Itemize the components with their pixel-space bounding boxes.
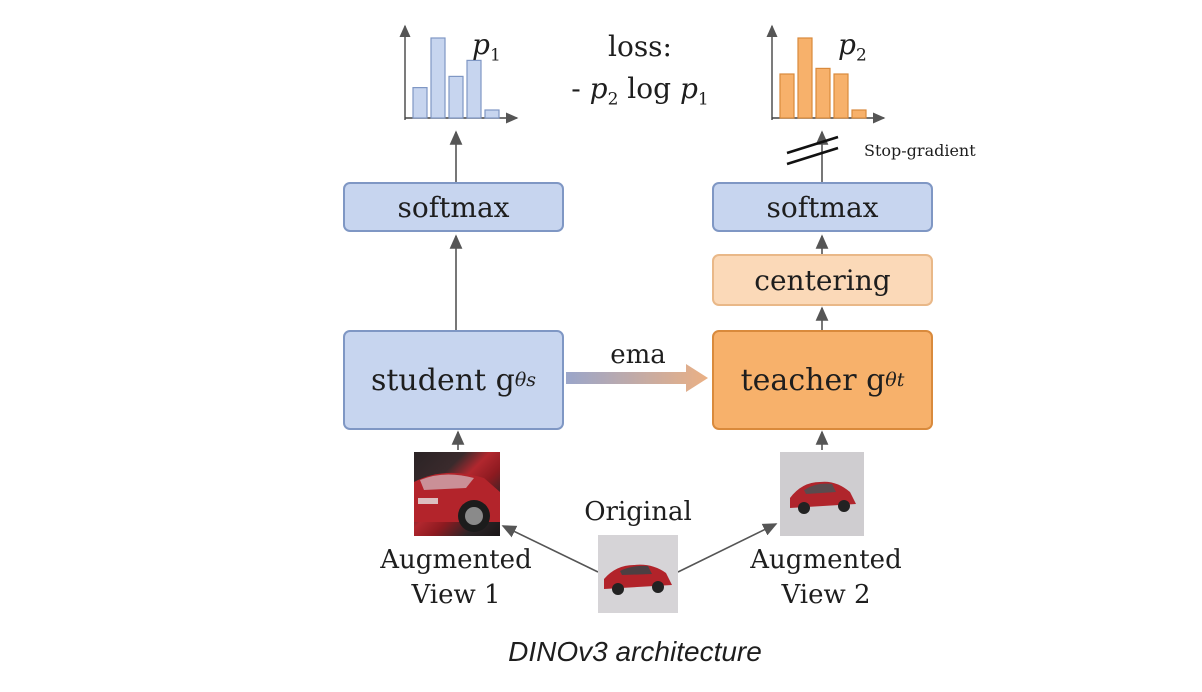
original-image xyxy=(598,535,678,613)
teacher-histogram-bar-4 xyxy=(833,73,849,119)
student-softmax-box: softmax xyxy=(343,182,564,232)
student-histogram-bar-1 xyxy=(412,86,428,119)
stop-gradient-mark-1 xyxy=(786,146,839,166)
teacher-histogram-bar-2 xyxy=(797,37,813,119)
teacher-softmax-box: softmax xyxy=(712,182,933,232)
augmented-view-2-image xyxy=(780,452,864,536)
ema-arrow xyxy=(566,364,708,392)
loss-title: loss: xyxy=(608,30,672,63)
figure-caption: DINOv3 architecture xyxy=(508,636,762,667)
teacher-histogram-bar-3 xyxy=(815,67,831,119)
student-histogram xyxy=(399,24,519,124)
augmented-view-2-label-line2: View 2 xyxy=(781,580,871,610)
stop-gradient-mark-2 xyxy=(786,135,839,155)
student-histogram-bar-3 xyxy=(448,75,464,119)
student-histogram-bar-4 xyxy=(466,59,482,119)
p1-label: p1 xyxy=(472,28,501,66)
teacher-histogram-bar-5 xyxy=(851,109,867,119)
student-histogram-bar-2 xyxy=(430,37,446,119)
teacher-histogram xyxy=(766,24,886,124)
augmented-view-1-image xyxy=(414,452,500,536)
p2-label: p2 xyxy=(838,28,867,66)
augmented-view-1-label-line1: Augmented xyxy=(380,545,532,575)
augmented-view-1-label-line2: View 1 xyxy=(411,580,501,610)
loss-formula: - p2 log p1 xyxy=(571,72,709,110)
original-label: Original xyxy=(584,497,692,527)
teacher-histogram-bar-1 xyxy=(779,73,795,119)
centering-box: centering xyxy=(712,254,933,306)
augmented-view-2-label-line1: Augmented xyxy=(750,545,902,575)
arrow-original-to-view2 xyxy=(677,523,778,573)
arrow-original-to-view1 xyxy=(501,525,599,573)
stop-gradient-label: Stop-gradient xyxy=(864,141,976,160)
ema-label: ema xyxy=(610,340,666,370)
student-histogram-bar-5 xyxy=(484,109,500,119)
